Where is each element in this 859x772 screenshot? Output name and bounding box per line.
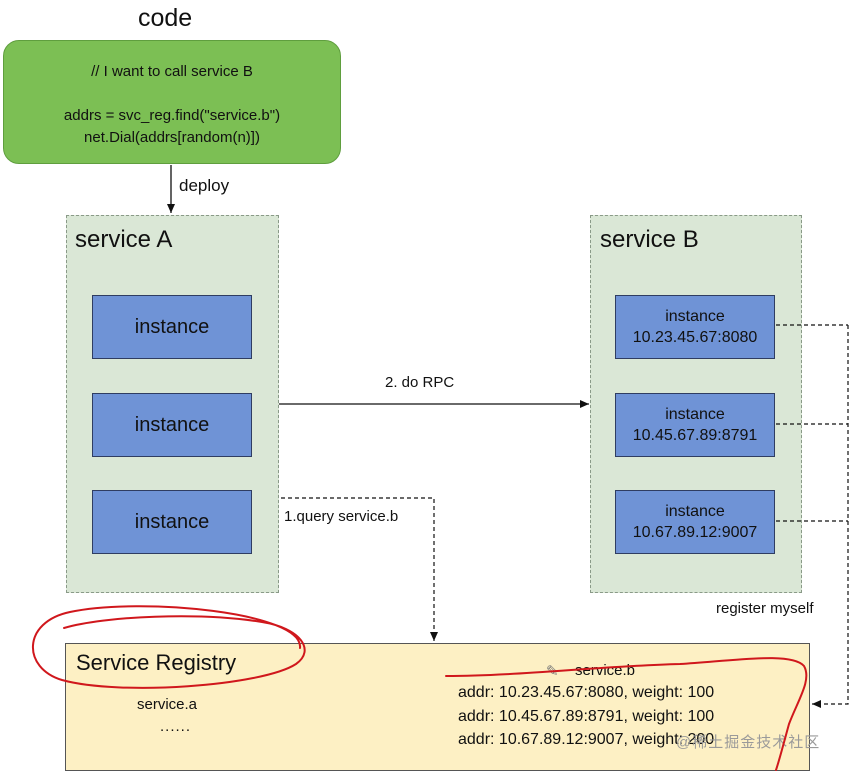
service-b-instance-1: instance 10.23.45.67:8080 [615, 295, 775, 359]
registry-entry-1: addr: 10.23.45.67:8080, weight: 100 [458, 684, 715, 701]
registry-entry-2: addr: 10.45.67.89:8791, weight: 100 [458, 708, 715, 725]
service-a-instance-1: instance [92, 295, 252, 359]
registry-title: Service Registry [76, 650, 237, 675]
code-line-dial: net.Dial(addrs[random(n)]) [84, 129, 260, 146]
instance-addr: 10.23.45.67:8080 [632, 329, 758, 346]
code-box: // I want to call service B addrs = svc_… [3, 40, 341, 164]
service-a-instance-2: instance [92, 393, 252, 457]
service-a-instance-3: instance [92, 490, 252, 554]
registry-service-b: service.b [575, 662, 636, 679]
rpc-label: 2. do RPC [385, 374, 455, 391]
service-a-title: service A [75, 226, 173, 253]
code-line-find: addrs = svc_reg.find("service.b") [63, 107, 281, 124]
pencil-icon: ✎ [546, 663, 559, 680]
query-label: 1.query service.b [284, 508, 399, 525]
register-label: register myself [716, 600, 814, 617]
instance-addr: 10.45.67.89:8791 [632, 427, 758, 444]
instance-label: instance [665, 503, 725, 520]
instance-label: instance [665, 308, 725, 325]
service-b-instance-2: instance 10.45.67.89:8791 [615, 393, 775, 457]
instance-label: instance [665, 406, 725, 423]
service-b-instance-3: instance 10.67.89.12:9007 [615, 490, 775, 554]
code-title: code [138, 4, 193, 32]
watermark: @稀土掘金技术社区 [676, 734, 821, 751]
instance-addr: 10.67.89.12:9007 [632, 524, 758, 541]
service-b-title: service B [600, 226, 699, 253]
code-line-comment: // I want to call service B [91, 63, 253, 80]
registry-service-a: service.a [137, 696, 198, 713]
deploy-label: deploy [179, 176, 230, 195]
registry-ellipsis: ...... [160, 718, 192, 735]
